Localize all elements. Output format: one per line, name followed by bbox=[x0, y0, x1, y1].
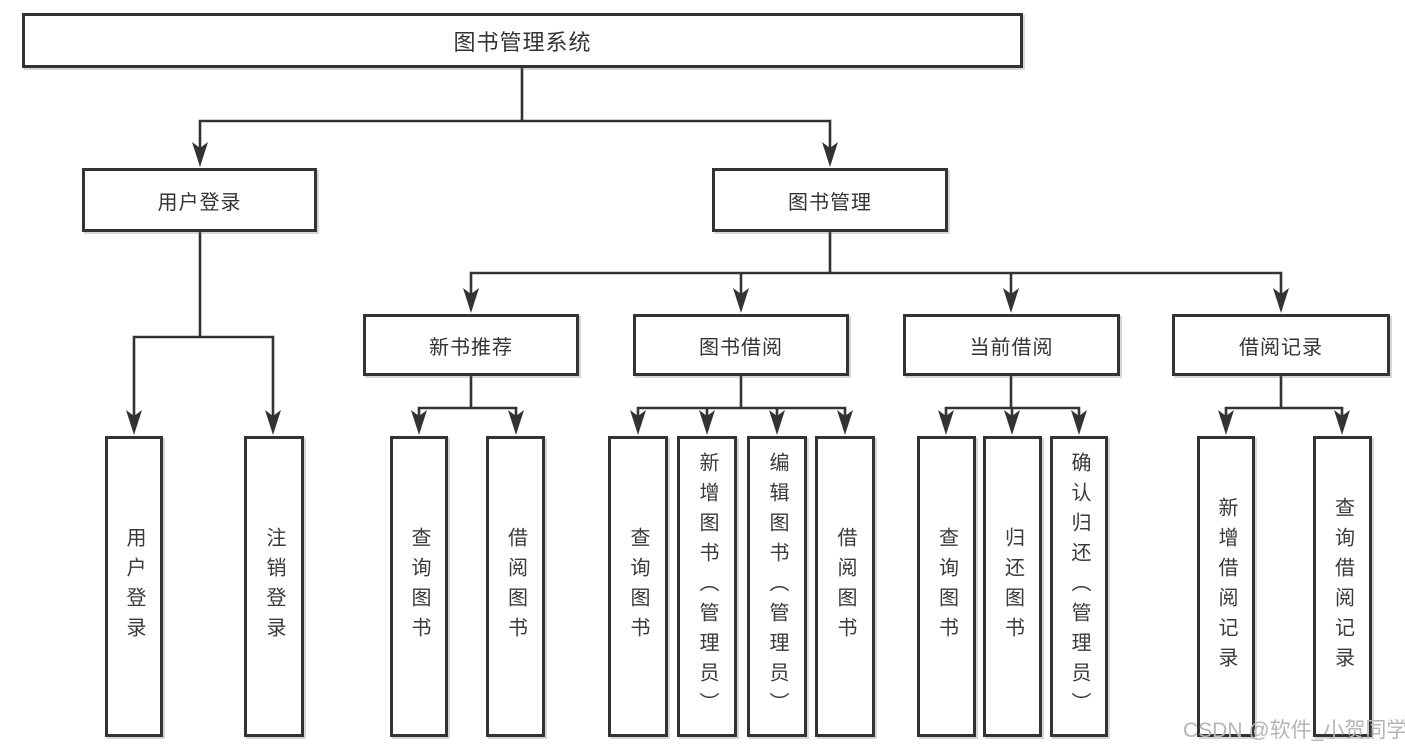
node-book-management: 图书管理 bbox=[712, 168, 948, 232]
leaf-label: 用户登录 bbox=[123, 526, 145, 647]
connector-currentborrow-to-leaves bbox=[944, 374, 1081, 420]
arrow-down-icon bbox=[769, 410, 785, 435]
csdn-watermark: CSDN @软件_小贺同学 bbox=[1183, 719, 1405, 742]
arrow-down-icon bbox=[1004, 410, 1020, 435]
leaf-label: 新增借阅记录 bbox=[1215, 496, 1237, 677]
leaf-label: 借阅图书 bbox=[504, 526, 527, 647]
connector-newbook-to-leaves bbox=[417, 374, 518, 420]
leaf-logout: 注销登录 bbox=[244, 436, 304, 737]
arrow-down-icon bbox=[411, 410, 427, 435]
leaf-query-books-3: 查询图书 bbox=[917, 436, 976, 737]
node-borrow-record: 借阅记录 bbox=[1172, 314, 1390, 376]
node-book-borrow: 图书借阅 bbox=[633, 314, 849, 376]
node-current-borrow: 当前借阅 bbox=[903, 314, 1120, 376]
node-label: 新书推荐 bbox=[429, 336, 513, 359]
leaf-label: 编辑图书（管理员） bbox=[766, 451, 788, 722]
leaf-add-books-admin: 新增图书（管理员） bbox=[677, 436, 737, 737]
leaf-add-borrow-record: 新增借阅记录 bbox=[1197, 436, 1255, 737]
node-label: 用户登录 bbox=[157, 191, 242, 214]
node-label: 图书管理系统 bbox=[453, 29, 592, 55]
arrow-down-icon bbox=[733, 288, 749, 313]
connector-bookmgmt-to-level3 bbox=[469, 230, 1283, 298]
leaf-label: 查询图书 bbox=[408, 526, 430, 647]
node-label: 当前借阅 bbox=[969, 336, 1054, 359]
arrow-down-icon bbox=[1218, 410, 1234, 435]
leaf-user-login: 用户登录 bbox=[105, 436, 163, 737]
node-label: 图书借阅 bbox=[699, 336, 783, 359]
connector-borrowrecord-to-leaves bbox=[1224, 374, 1344, 420]
leaf-edit-books-admin: 编辑图书（管理员） bbox=[747, 436, 807, 737]
leaf-query-books-2: 查询图书 bbox=[608, 436, 668, 737]
leaf-label: 查询图书 bbox=[935, 526, 958, 647]
arrow-down-icon bbox=[699, 410, 715, 435]
leaf-label: 查询借阅记录 bbox=[1331, 496, 1354, 677]
connector-root-to-level2 bbox=[198, 66, 832, 152]
arrow-down-icon bbox=[126, 410, 142, 435]
leaf-borrow-books-2: 借阅图书 bbox=[815, 436, 875, 737]
leaf-query-borrow-record: 查询借阅记录 bbox=[1313, 436, 1372, 737]
node-user-login: 用户登录 bbox=[82, 168, 317, 232]
node-label: 图书管理 bbox=[788, 191, 872, 214]
leaf-label: 注销登录 bbox=[263, 526, 285, 647]
arrow-down-icon bbox=[192, 142, 208, 167]
arrow-down-icon bbox=[837, 410, 853, 435]
leaf-label: 借阅图书 bbox=[834, 526, 856, 647]
connector-bookborrow-to-leaves bbox=[636, 374, 847, 420]
arrow-down-icon bbox=[508, 410, 524, 435]
arrow-down-icon bbox=[938, 410, 954, 435]
arrow-down-icon bbox=[463, 288, 479, 313]
arrow-down-icon bbox=[1071, 410, 1087, 435]
arrow-down-icon bbox=[1334, 410, 1350, 435]
leaf-return-books: 归还图书 bbox=[983, 436, 1042, 737]
leaf-label: 查询图书 bbox=[627, 526, 649, 647]
arrow-down-icon bbox=[1273, 288, 1289, 313]
arrow-down-icon bbox=[630, 410, 646, 435]
leaf-label: 归还图书 bbox=[1001, 526, 1024, 647]
leaf-label: 新增图书（管理员） bbox=[696, 451, 718, 722]
arrow-down-icon bbox=[822, 142, 838, 167]
leaf-query-books-1: 查询图书 bbox=[390, 436, 448, 737]
node-label: 借阅记录 bbox=[1239, 336, 1323, 359]
node-new-book-recommend: 新书推荐 bbox=[363, 314, 579, 376]
leaf-label: 确认归还（管理员） bbox=[1068, 451, 1090, 722]
arrow-down-icon bbox=[1003, 288, 1019, 313]
leaf-confirm-return-admin: 确认归还（管理员） bbox=[1050, 436, 1108, 737]
leaf-borrow-books-1: 借阅图书 bbox=[486, 436, 545, 737]
connector-userlogin-to-leaves bbox=[132, 230, 275, 420]
node-book-management-system: 图书管理系统 bbox=[22, 13, 1023, 68]
arrow-down-icon bbox=[265, 410, 281, 435]
